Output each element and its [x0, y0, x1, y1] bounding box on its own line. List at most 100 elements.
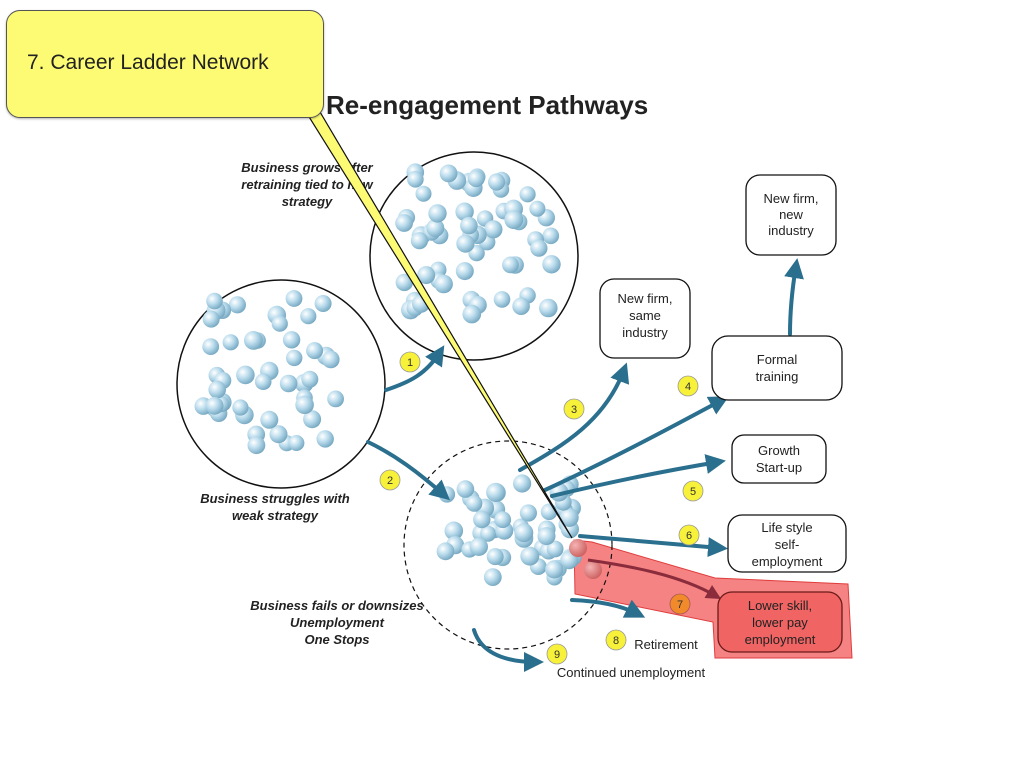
svg-text:8: 8: [613, 635, 619, 647]
worker-sphere: [539, 298, 558, 318]
svg-text:New firm,: New firm,: [618, 291, 673, 306]
svg-text:retraining tied to new: retraining tied to new: [241, 177, 373, 192]
worker-sphere: [520, 546, 540, 566]
arrow-2: [366, 440, 450, 501]
caption-business-fails: Business fails or downsizes Unemployment…: [250, 598, 423, 647]
svg-text:7: 7: [677, 599, 683, 611]
worker-sphere: [529, 200, 546, 217]
svg-text:industry: industry: [622, 325, 668, 340]
worker-sphere: [322, 350, 340, 369]
arrow-7: [587, 558, 722, 600]
worker-sphere: [202, 338, 220, 355]
arrow-8: [570, 598, 646, 618]
svg-text:Life style: Life style: [761, 520, 812, 535]
worker-sphere: [484, 220, 503, 239]
arrow-6: [578, 534, 728, 558]
worker-sphere: [279, 374, 298, 393]
worker-sphere: [208, 380, 226, 399]
worker-sphere: [455, 202, 474, 221]
worker-sphere: [519, 504, 538, 522]
caption-business-grows: Business grows after retraining tied to …: [241, 160, 373, 209]
worker-sphere: [202, 310, 220, 328]
step-badge-9: 9: [546, 643, 568, 665]
worker-sphere: [222, 334, 239, 351]
outcome-new-firm-same-industry: New firm, same industry: [599, 278, 691, 359]
step-badge-8: 8: [605, 629, 627, 651]
outcome-continued-unemployment: Continued unemployment: [557, 665, 706, 680]
callout-career-ladder: 7. Career Ladder Network: [6, 10, 324, 118]
arrow-up-to-new-industry: [784, 258, 804, 336]
worker-sphere: [486, 548, 504, 566]
worker-sphere: [483, 568, 502, 586]
worker-sphere: [439, 164, 458, 183]
worker-sphere: [473, 510, 491, 529]
highlight-sphere: [584, 561, 602, 579]
svg-text:same: same: [629, 308, 661, 323]
worker-sphere: [285, 290, 303, 307]
step-badge-2: 2: [379, 469, 401, 491]
worker-sphere: [465, 495, 483, 512]
worker-sphere: [469, 537, 488, 556]
step-badge-6: 6: [678, 524, 700, 546]
svg-text:4: 4: [685, 381, 691, 393]
worker-sphere: [247, 436, 266, 455]
worker-sphere: [417, 266, 436, 285]
worker-sphere: [395, 214, 413, 232]
worker-sphere: [486, 482, 506, 502]
worker-sphere: [282, 331, 301, 349]
outcome-lower-skill-employment: Lower skill, lower pay employment: [717, 591, 843, 653]
svg-text:new: new: [779, 207, 803, 222]
outcome-formal-training: Formal training: [711, 335, 843, 401]
worker-sphere: [542, 255, 561, 274]
worker-sphere: [493, 291, 511, 308]
svg-text:employment: employment: [752, 554, 823, 569]
step-badge-3: 3: [563, 398, 585, 420]
worker-sphere: [504, 210, 524, 230]
worker-sphere: [494, 511, 512, 529]
svg-text:One Stops: One Stops: [304, 632, 369, 647]
worker-sphere: [519, 186, 536, 203]
worker-sphere: [300, 308, 317, 325]
worker-sphere: [545, 560, 564, 579]
svg-text:Start-up: Start-up: [756, 460, 802, 475]
worker-sphere: [428, 204, 447, 223]
highlight-sphere: [569, 539, 587, 557]
arrow-3: [518, 362, 630, 472]
worker-sphere: [514, 523, 534, 543]
svg-text:industry: industry: [768, 223, 814, 238]
worker-sphere: [456, 234, 475, 253]
outcome-new-firm-new-industry: New firm, new industry: [745, 174, 837, 256]
svg-text:2: 2: [387, 475, 393, 487]
arrow-1: [384, 345, 445, 392]
arrow-5: [550, 454, 726, 498]
worker-spheres-struggles: [194, 290, 344, 455]
worker-sphere: [286, 349, 303, 367]
worker-sphere: [537, 527, 556, 546]
diagram-title: Re-engagement Pathways: [326, 90, 648, 120]
worker-sphere: [260, 410, 279, 429]
arrow-9: [472, 628, 544, 672]
worker-sphere: [434, 274, 453, 294]
worker-sphere: [444, 521, 464, 541]
worker-sphere: [542, 227, 560, 245]
worker-sphere: [306, 342, 324, 360]
worker-sphere: [288, 435, 305, 451]
worker-spheres-fails: [436, 474, 582, 586]
outcome-retirement: Retirement: [634, 637, 698, 652]
outcome-lifestyle-self-employment: Life style self- employment: [727, 514, 847, 573]
svg-text:New firm,: New firm,: [764, 191, 819, 206]
svg-text:Unemployment: Unemployment: [290, 615, 385, 630]
svg-text:training: training: [756, 369, 799, 384]
svg-text:1: 1: [407, 357, 413, 369]
svg-text:9: 9: [554, 649, 560, 661]
step-badge-7: 7: [669, 593, 691, 615]
worker-sphere: [530, 239, 548, 257]
svg-text:self-: self-: [775, 537, 800, 552]
cluster-circle-grows: [369, 151, 579, 361]
svg-text:employment: employment: [745, 632, 816, 647]
worker-spheres-grows: [395, 163, 561, 324]
worker-sphere: [395, 273, 413, 292]
svg-text:Growth: Growth: [758, 443, 800, 458]
